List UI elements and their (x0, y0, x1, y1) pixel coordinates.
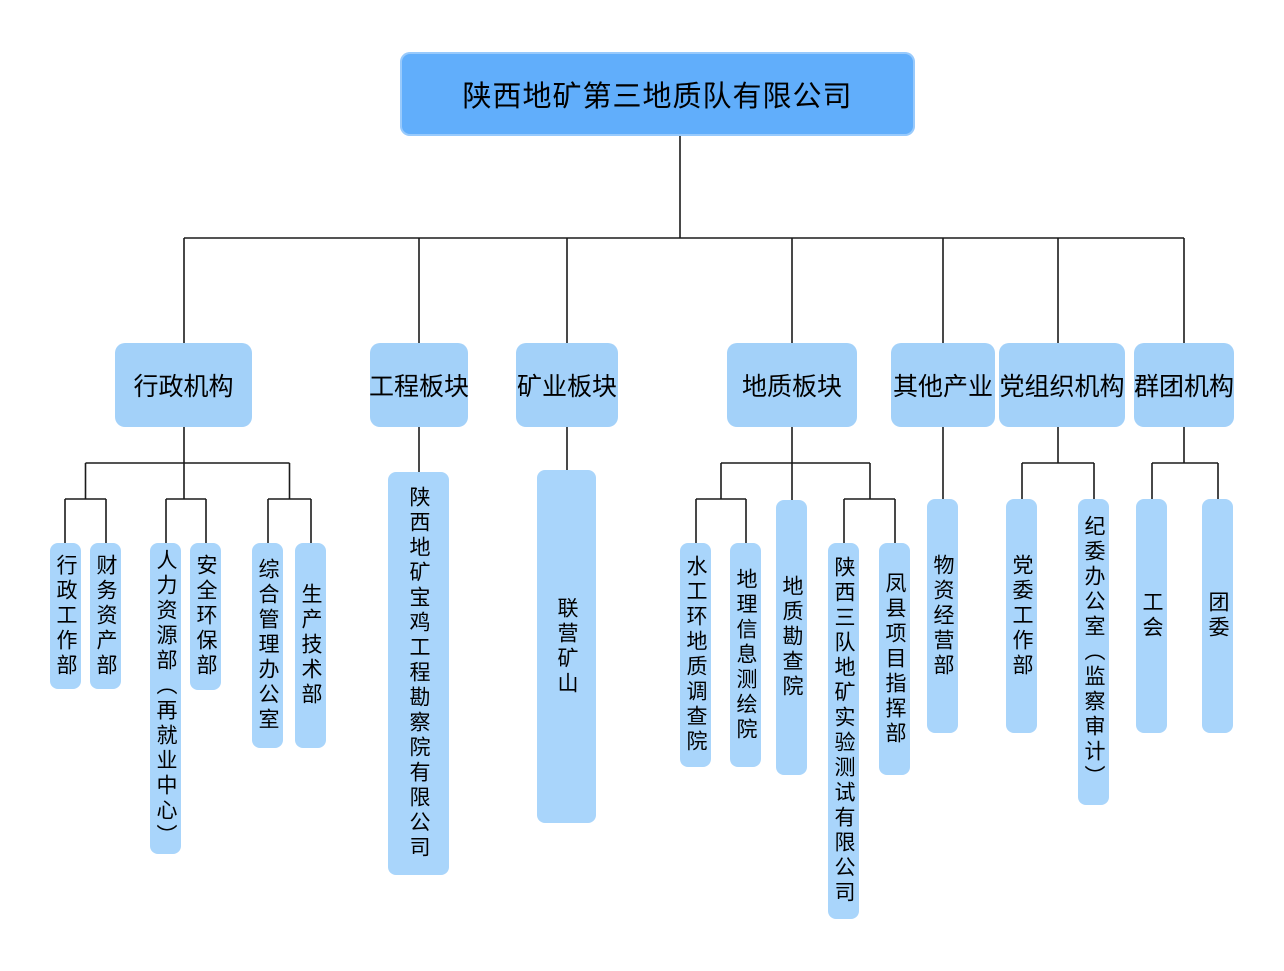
department-box-0-3: 安全环保部 (190, 543, 221, 690)
branch-box-1-label: 工程板块 (369, 373, 470, 401)
root-box: 陕西地矿第三地质队有限公司 (400, 52, 915, 136)
branch-box-6: 群团机构 (1134, 343, 1234, 427)
department-box-5-1-label: 纪委办公室（监察审计） (1082, 514, 1105, 790)
department-box-0-2-label: 人力资源部（再就业中心） (154, 548, 177, 849)
department-box-3-1-label: 地理信息测绘院 (734, 567, 757, 743)
branch-box-2-label: 矿业板块 (516, 373, 617, 401)
branch-box-3-label: 地质板块 (741, 373, 842, 401)
department-box-0-4-label: 综合管理办公室 (256, 558, 279, 733)
department-box-3-3: 陕西三队地矿实验测试有限公司 (828, 543, 859, 919)
department-box-2-0-label: 联营矿山 (555, 596, 578, 697)
department-box-0-3-label: 安全环保部 (194, 554, 217, 679)
branch-box-2: 矿业板块 (516, 343, 618, 427)
department-box-0-4: 综合管理办公室 (252, 543, 283, 748)
department-box-0-5-label: 生产技术部 (299, 583, 322, 708)
department-box-3-0-label: 水工环地质调查院 (684, 555, 707, 755)
department-box-6-1-label: 团委 (1206, 591, 1229, 641)
department-box-3-3-label: 陕西三队地矿实验测试有限公司 (832, 556, 855, 906)
branch-box-4-label: 其他产业 (892, 373, 993, 401)
branch-box-3: 地质板块 (727, 343, 857, 427)
department-box-6-0-label: 工会 (1140, 591, 1163, 641)
branch-box-0-label: 行政机构 (133, 373, 234, 401)
department-box-5-0-label: 党委工作部 (1010, 553, 1033, 679)
department-box-0-5: 生产技术部 (295, 543, 326, 748)
department-box-4-0-label: 物资经营部 (931, 553, 954, 679)
department-box-2-0: 联营矿山 (537, 470, 596, 823)
department-box-5-1: 纪委办公室（监察审计） (1078, 499, 1109, 805)
department-box-0-1-label: 财务资产部 (94, 553, 117, 679)
department-box-6-1: 团委 (1202, 499, 1233, 733)
department-box-3-2-label: 地质勘查院 (780, 575, 803, 700)
department-box-3-1: 地理信息测绘院 (730, 543, 761, 767)
department-box-0-1: 财务资产部 (90, 543, 121, 689)
branch-box-5-label: 党组织机构 (999, 373, 1125, 401)
department-box-6-0: 工会 (1136, 499, 1167, 733)
branch-box-0: 行政机构 (115, 343, 252, 427)
department-box-3-0: 水工环地质调查院 (680, 543, 711, 767)
department-box-3-4: 凤县项目指挥部 (879, 543, 910, 775)
department-box-3-4-label: 凤县项目指挥部 (883, 571, 906, 747)
branch-box-6-label: 群团机构 (1134, 373, 1235, 401)
branch-box-5: 党组织机构 (999, 343, 1125, 427)
department-box-1-0-label: 陕西地矿宝鸡工程勘察院有限公司 (407, 486, 430, 861)
department-box-4-0: 物资经营部 (927, 499, 958, 733)
branch-box-4: 其他产业 (891, 343, 995, 427)
department-box-1-0: 陕西地矿宝鸡工程勘察院有限公司 (388, 472, 449, 875)
branch-box-1: 工程板块 (369, 343, 470, 427)
department-box-3-2: 地质勘查院 (776, 500, 807, 775)
root-box-label: 陕西地矿第三地质队有限公司 (462, 81, 853, 113)
department-box-0-2: 人力资源部（再就业中心） (150, 543, 181, 854)
department-box-0-0: 行政工作部 (50, 543, 81, 689)
department-box-0-0-label: 行政工作部 (54, 553, 77, 679)
department-box-5-0: 党委工作部 (1006, 499, 1037, 733)
